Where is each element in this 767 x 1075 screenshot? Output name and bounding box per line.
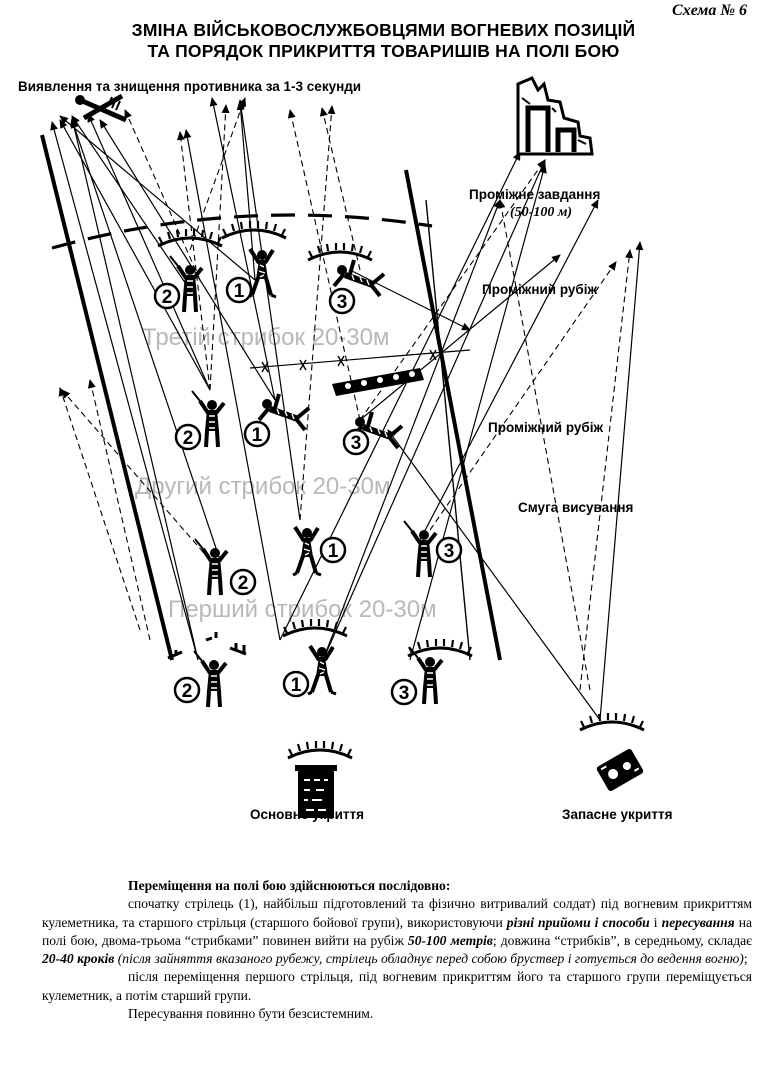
- barbed-wire-icon: [249, 349, 471, 396]
- number-marker: 2: [174, 423, 202, 451]
- svg-text:3: 3: [351, 433, 362, 454]
- intermediate-task-label: Проміжне завдання: [469, 187, 601, 202]
- svg-text:1: 1: [291, 675, 302, 696]
- intro-paragraph: Переміщення на полі бою здійснюються пос…: [128, 878, 451, 893]
- parapet-icon: [578, 711, 646, 732]
- main-cover-label: Основне укриття: [250, 807, 365, 822]
- number-marker: 1: [243, 420, 271, 448]
- soldier-icon: [306, 644, 338, 696]
- dashed-fire-lines: [58, 97, 634, 691]
- intermediate-task-line: [51, 213, 433, 250]
- soldier-number-markers: 2 1 3 2 1 3 1 2 3 2 1 3: [153, 276, 463, 706]
- number-marker: 1: [225, 276, 253, 304]
- svg-text:3: 3: [337, 292, 348, 313]
- parapet-icon: [286, 739, 354, 760]
- number-marker: 2: [173, 676, 201, 704]
- parapet-icon: [220, 219, 288, 240]
- detection-label: Виявлення та знищення противника за 1-3 …: [18, 79, 362, 94]
- paragraph-3: Пересування повинно бути безсистемним.: [128, 1006, 374, 1022]
- soldier-icon: [193, 537, 229, 597]
- advance-strip-label: Смуга висування: [518, 500, 634, 515]
- svg-text:1: 1: [252, 425, 263, 446]
- svg-text:3: 3: [399, 683, 410, 704]
- svg-text:3: 3: [444, 541, 455, 562]
- title-line-1: ЗМІНА ВІЙСЬКОВОСЛУЖБОВЦЯМИ ВОГНЕВИХ ПОЗИ…: [131, 20, 636, 40]
- svg-text:1: 1: [328, 541, 339, 562]
- number-marker: 2: [153, 282, 181, 310]
- scheme-number: Схема № 6: [672, 2, 747, 19]
- battle-diagram: Третій стрибок 20-30м Другий стрибок 20-…: [40, 76, 646, 818]
- advance-strip-boundary: [40, 134, 502, 661]
- svg-text:2: 2: [162, 287, 173, 308]
- soldier-icon: [291, 525, 323, 577]
- number-marker: 2: [229, 568, 257, 596]
- crossed-rifles-icon: [75, 93, 127, 123]
- number-marker: 3: [390, 678, 418, 706]
- number-marker: 3: [342, 428, 370, 456]
- bunker-icon: [295, 765, 337, 818]
- instructions-text: Переміщення на полі бою здійснюються пос…: [42, 877, 752, 1023]
- parapet-icon: [156, 227, 224, 248]
- parapets: [156, 219, 646, 760]
- number-marker: 3: [328, 287, 356, 315]
- intermediate-task-distance: (50-100 м): [510, 205, 573, 220]
- number-marker: 1: [282, 670, 310, 698]
- number-marker: 3: [435, 536, 463, 564]
- svg-text:2: 2: [182, 681, 193, 702]
- intermediate-line-label-2: Проміжний рубіж: [488, 420, 604, 435]
- soldier-icon: [402, 519, 438, 579]
- soldier-icon: [192, 649, 228, 709]
- ruined-building-icon: [516, 76, 594, 156]
- paragraph-2: після переміщення першого стрільця, під …: [42, 969, 752, 1003]
- title-line-2: ТА ПОРЯДОК ПРИКРИТТЯ ТОВАРИШІВ НА ПОЛІ Б…: [147, 41, 620, 61]
- third-jump-watermark: Третій стрибок 20-30м: [142, 324, 390, 351]
- parapet-icon: [306, 241, 374, 262]
- second-jump-watermark: Другий стрибок 20-30м: [135, 473, 390, 500]
- parapet-icon: [406, 637, 474, 658]
- soldier-icon: [257, 392, 311, 432]
- first-jump-watermark: Перший стрибок 20-30м: [168, 596, 437, 623]
- svg-text:2: 2: [238, 573, 249, 594]
- svg-text:2: 2: [183, 428, 194, 449]
- page-title: ЗМІНА ВІЙСЬКОВОСЛУЖБОВЦЯМИ ВОГНЕВИХ ПОЗИ…: [0, 20, 767, 62]
- svg-text:1: 1: [234, 281, 245, 302]
- number-marker: 1: [319, 536, 347, 564]
- jump-watermarks: Третій стрибок 20-30м Другий стрибок 20-…: [135, 324, 437, 623]
- vehicle-wreck-icon: [596, 748, 644, 792]
- intermediate-line-label-1: Проміжний рубіж: [482, 282, 598, 297]
- reserve-cover-label: Запасне укриття: [562, 807, 673, 822]
- paragraph-1: спочатку стрілець (1), найбільш підготов…: [42, 896, 753, 967]
